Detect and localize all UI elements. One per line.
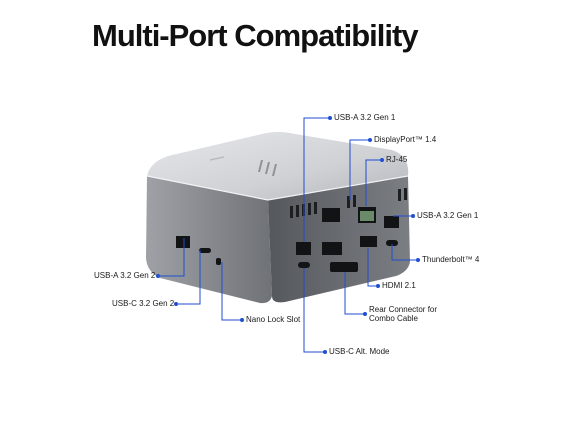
rj45-inner [360,211,374,221]
leader-nano-lock [221,262,242,321]
hp-logo-icon [258,160,277,176]
leader-rj45 [365,159,382,206]
port-usb-c-alt [298,262,310,268]
label-usb-a-gen2: USB-A 3.2 Gen 2 [94,271,156,280]
label-usb-a-gen1-top: USB-A 3.2 Gen 1 [334,113,396,122]
label-usb-a-gen1-right: USB-A 3.2 Gen 1 [417,211,479,220]
label-rear-connector-line2: Combo Cable [369,314,418,323]
port-usb-a-gen2 [176,236,190,248]
port-usb-a-top [296,242,311,255]
label-usb-c-alt: USB-C Alt. Mode [329,347,390,356]
label-displayport: DisplayPort™ 1.4 [374,135,437,144]
page-title: Multi-Port Compatibility [92,18,419,53]
leader-usb-a-gen2 [158,238,185,277]
leader-usb-c-gen2 [176,250,201,305]
leader-lines [158,117,418,353]
port-thunderbolt [386,240,398,246]
label-rear-connector-line1: Rear Connector for [369,305,438,314]
port-nano-lock [216,258,221,265]
port-usb-a-right [384,216,399,228]
port-displayport-2 [322,242,342,255]
port-displayport-1 [322,208,340,222]
leader-usb-a-top [303,117,330,242]
label-usb-c-gen2: USB-C 3.2 Gen 2 [112,299,175,308]
port-usb-c-gen2 [199,248,211,253]
leader-displayport [349,139,370,200]
label-nano-lock: Nano Lock Slot [246,315,301,324]
port-rear-connector [330,262,358,272]
leader-dots [156,116,420,354]
leader-usb-c-alt [303,268,325,353]
leader-rear-connector [344,272,365,315]
leader-thunderbolt [391,244,418,261]
leader-hdmi [367,248,378,287]
port-hdmi [360,236,377,247]
label-thunderbolt: Thunderbolt™ 4 [422,255,480,264]
label-hdmi: HDMI 2.1 [382,281,416,290]
label-rj45: RJ-45 [386,155,408,164]
